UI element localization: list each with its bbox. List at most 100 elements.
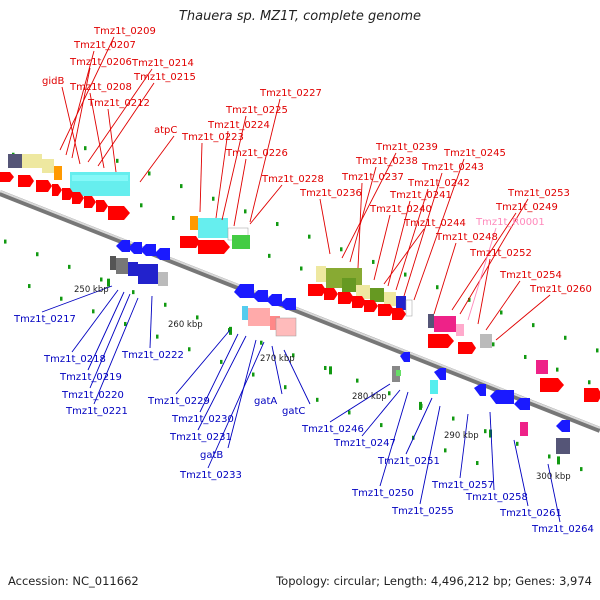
leader-line [361,389,401,437]
gene-label-forward: Tmz1t_0254 [499,270,562,281]
tick-dot [124,321,127,326]
leader-line [283,349,311,405]
leader-line [467,227,497,321]
leader-line [89,92,105,169]
kbp-label: 280 kbp [352,392,387,402]
tick-dot [196,315,199,320]
gene-label-forward: Tmz1t_0215 [133,72,196,83]
tick-dot [404,272,407,277]
leader-line [341,152,397,259]
tick-dot [268,253,271,258]
tick-dot [348,410,351,415]
gene-label-reverse: Tmz1t_0251 [377,456,440,467]
leader-line [477,258,491,325]
gene-label-reverse: Tmz1t_0222 [121,350,184,361]
gene-label-forward: Tmz1t_0248 [435,232,498,243]
leader-line [149,295,153,349]
gene-label-forward: Tmz1t_0236 [299,188,362,199]
gene-label-reverse: Tmz1t_0247 [333,438,396,449]
leader-line [383,228,425,285]
tick-dot [340,247,343,252]
tick-dot [548,454,551,459]
leader-line [405,397,433,455]
gene-label-forward: Tmz1t_0214 [131,58,194,69]
gene-label-forward: Tmz1t_0249 [495,202,558,213]
leader-line [495,294,551,341]
map-title: Thauera sp. MZ1T, complete genome [178,9,422,24]
tick-dot [452,416,455,421]
gene-label-forward: Tmz1t_0227 [259,88,322,99]
gene-label-reverse: Tmz1t_0218 [43,354,106,365]
kbp-tick [557,456,560,465]
gene-label-reverse: Tmz1t_0221 [65,406,128,417]
tick-dot [252,372,255,377]
leader-line [373,214,391,281]
kbp-label: 270 kbp [260,354,295,364]
kbp-label: 290 kbp [444,431,479,441]
leader-line [433,242,457,315]
tick-dot [564,335,567,340]
gene-label-forward: Tmz1t_0237 [341,172,404,183]
forward-gene-group-2 [180,216,250,254]
forward-gene-group-4 [428,314,600,402]
leader-line [547,463,561,523]
gene-label-forward: gidB [42,76,64,87]
leader-line [513,439,529,507]
tick-dot [484,429,487,434]
tick-dot [92,309,95,314]
gene-label-forward: Tmz1t_0238 [355,156,418,167]
leader-line [207,341,265,469]
leader-line [379,391,409,487]
leader-line [41,285,113,313]
leader-line [61,86,81,165]
gene-label-reverse: Tmz1t_0231 [169,432,232,443]
leader-line [319,198,331,255]
tick-dot [356,378,359,383]
tick-dot [140,203,143,208]
gene-label-reverse: Tmz1t_0257 [431,480,494,491]
leader-line [329,383,391,423]
leader-line [175,329,231,395]
leader-line [59,36,115,151]
leader-line [97,82,155,167]
tick-dot [524,354,527,359]
tick-dot [276,222,279,227]
tick-dot [324,365,327,370]
leader-line [249,98,281,223]
tick-dot [532,323,535,328]
tick-dot [468,297,471,302]
tick-dot [476,461,479,466]
tick-dot [444,448,447,453]
leader-line [197,335,247,431]
leader-line [357,182,363,269]
tick-dot [132,290,135,295]
gene-label-forward: Tmz1t_0243 [421,162,484,173]
tick-dot [516,441,519,446]
tick-dot [372,259,375,264]
reverse-gene-group-1 [110,240,170,286]
tick-dot [580,467,583,472]
gene-label-reverse: gatC [282,406,305,417]
gene-label-reverse: Tmz1t_0261 [499,508,562,519]
tick-dot [284,385,287,390]
gene-label-forward: Tmz1t_0225 [225,105,288,116]
forward-gene-group-3 [308,266,413,320]
leader-line [349,166,377,263]
gene-label-forward: Tmz1t_0226 [225,148,288,159]
leader-line [227,339,257,449]
tick-dot [300,266,303,271]
tick-dot [180,184,183,189]
tick-dot [244,209,247,214]
gene-label-forward: Tmz1t_0240 [369,204,432,215]
kbp-tick [489,429,492,438]
leader-line [485,280,521,331]
forward-gene-group-1 [0,154,130,220]
leader-line [89,293,131,389]
leader-line [459,198,529,315]
tick-dot [292,353,295,358]
gene-label-forward: Tmz1t_0242 [407,178,470,189]
leader-line [215,130,229,219]
gene-label-forward: Tmz1t_0206 [69,57,132,68]
